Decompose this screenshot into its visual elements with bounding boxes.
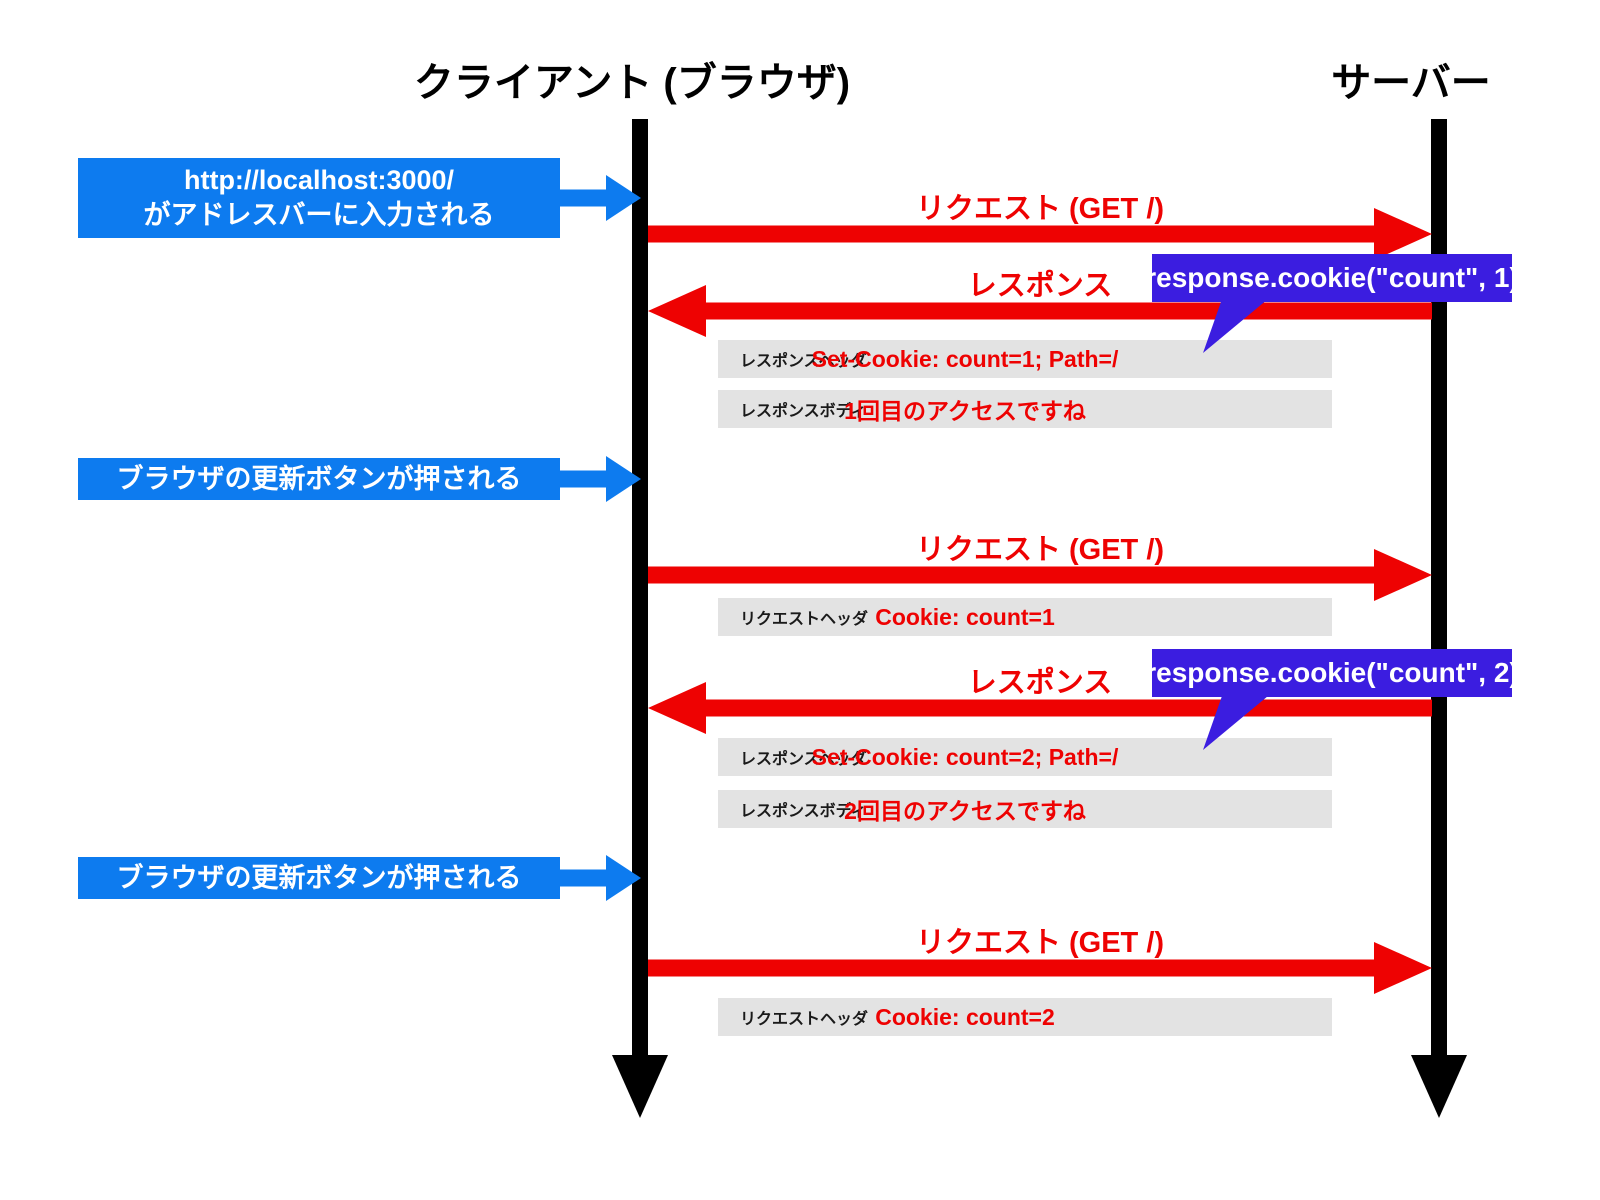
detail-row-request-header-2: リクエストヘッダ Cookie: count=2 xyxy=(718,998,1332,1036)
detail-row-label: リクエストヘッダ xyxy=(740,1011,869,1028)
client-lifeline-title: クライアント (ブラウザ) xyxy=(413,61,851,105)
detail-row-label: リクエストヘッダ xyxy=(740,611,869,628)
detail-row-label: レスポンスボディ xyxy=(740,803,867,820)
detail-row-value: 1回目のアクセスですね xyxy=(844,398,1086,424)
detail-row-value: Set-Cookie: count=1; Path=/ xyxy=(811,345,1119,372)
detail-row-value: 2回目のアクセスですね xyxy=(844,798,1086,824)
event-arrow-3-icon xyxy=(558,855,641,901)
detail-row-label: レスポンスヘッダ xyxy=(740,751,867,768)
message-label-request-1: リクエスト (GET /) xyxy=(915,193,1165,225)
event-box-url-entered: http://localhost:3000/ がアドレスバーに入力される xyxy=(78,158,560,238)
message-label-request-3: リクエスト (GET /) xyxy=(915,927,1165,959)
detail-row-value: Cookie: count=2 xyxy=(875,1003,1055,1030)
detail-row-request-header-1: リクエストヘッダ Cookie: count=1 xyxy=(718,598,1332,636)
callout-code: response.cookie("count", 2) xyxy=(1145,657,1519,688)
message-label-response-1: レスポンス xyxy=(967,270,1113,302)
detail-row-value: Cookie: count=1 xyxy=(875,603,1055,630)
detail-row-response-header-2: レスポンスヘッダ Set-Cookie: count=2; Path=/ xyxy=(718,738,1332,776)
event-text-line: ブラウザの更新ボタンが押される xyxy=(116,862,522,893)
callout-set-cookie-1: response.cookie("count", 1) xyxy=(1145,254,1519,302)
server-lifeline-title: サーバー xyxy=(1331,61,1491,105)
message-label-request-2: リクエスト (GET /) xyxy=(915,534,1165,566)
server-lifeline-arrowhead-icon xyxy=(1411,1055,1467,1118)
event-box-refresh-1: ブラウザの更新ボタンが押される xyxy=(78,458,560,500)
event-arrow-2-icon xyxy=(558,456,641,502)
detail-row-value: Set-Cookie: count=2; Path=/ xyxy=(811,743,1119,770)
detail-row-response-body-2: レスポンスボディ 2回目のアクセスですね xyxy=(718,790,1332,828)
callout-set-cookie-2: response.cookie("count", 2) xyxy=(1145,649,1519,697)
client-lifeline-arrowhead-icon xyxy=(612,1055,668,1118)
event-text-line: ブラウザの更新ボタンが押される xyxy=(116,463,522,494)
event-text-line: がアドレスバーに入力される xyxy=(143,200,495,230)
client-lifeline xyxy=(612,119,668,1118)
detail-row-label: レスポンスボディ xyxy=(740,403,867,420)
detail-row-response-header-1: レスポンスヘッダ Set-Cookie: count=1; Path=/ xyxy=(718,340,1332,378)
event-box-refresh-2: ブラウザの更新ボタンが押される xyxy=(78,857,560,899)
event-arrow-1-icon xyxy=(558,175,641,221)
callout-code: response.cookie("count", 1) xyxy=(1145,262,1519,293)
detail-row-label: レスポンスヘッダ xyxy=(740,353,867,370)
message-label-response-2: レスポンス xyxy=(967,667,1113,699)
detail-row-response-body-1: レスポンスボディ 1回目のアクセスですね xyxy=(718,390,1332,428)
event-text-line: http://localhost:3000/ xyxy=(183,165,455,195)
